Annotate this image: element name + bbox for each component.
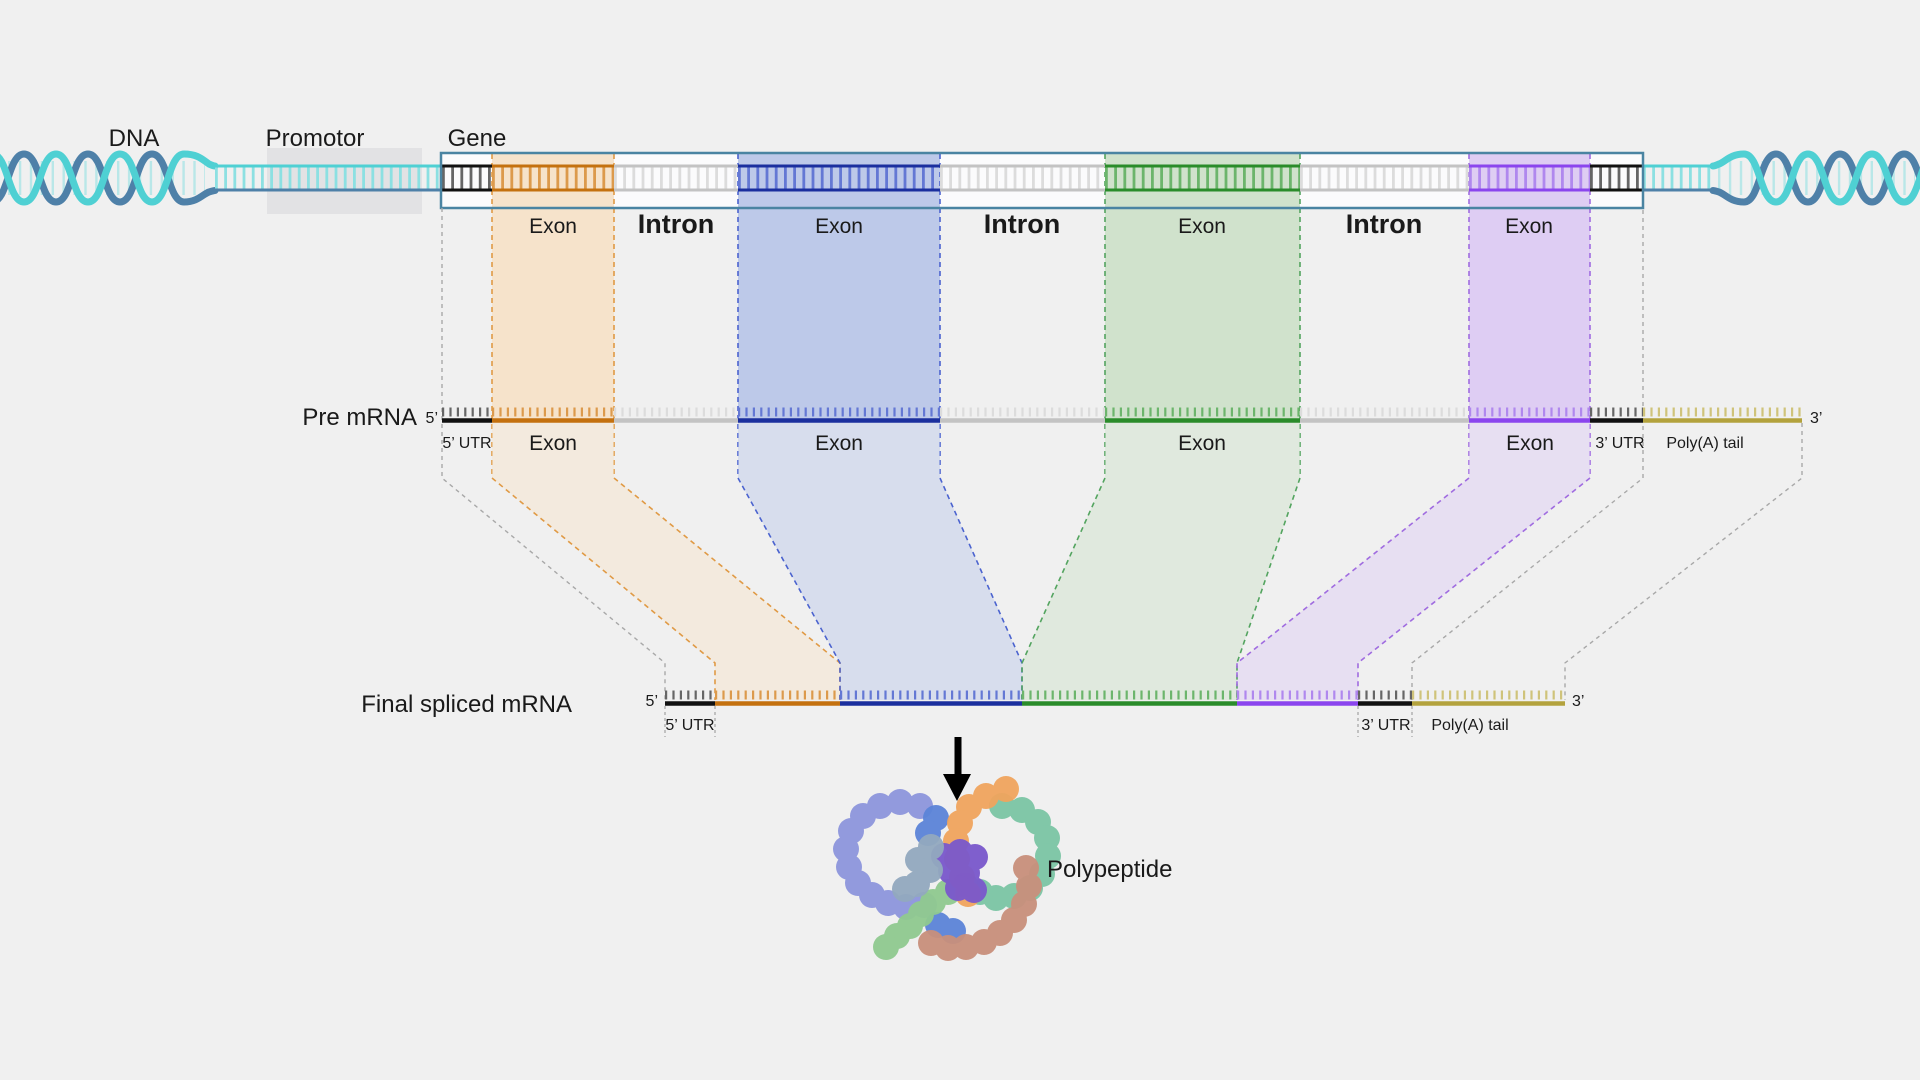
- exon4-band: [1469, 154, 1590, 421]
- dna-ladder-right: [1643, 164, 1713, 192]
- pre-utr3-label: 3’ UTR: [1595, 435, 1644, 452]
- gene-box: [439, 151, 1645, 210]
- pre-utr5-label: 5’ UTR: [442, 435, 491, 452]
- final-mrna-title: Final spliced mRNA: [361, 691, 572, 718]
- promotor-label: Promotor: [266, 125, 365, 152]
- gene-intron1-label: Intron: [638, 209, 714, 239]
- polypeptide-label: Polypeptide: [1047, 856, 1172, 883]
- dna-label: DNA: [109, 125, 160, 152]
- splicing-funnels: [491, 421, 1591, 700]
- pre-mrna-5prime-label: 5’: [426, 410, 438, 427]
- pre-exon4-label: Exon: [1506, 432, 1554, 455]
- bead-group-periwinkle: [833, 789, 937, 920]
- dna-helix-strand-teal: [1709, 150, 1920, 206]
- gene-label: Gene: [448, 125, 507, 152]
- exon4-funnel: [1237, 421, 1590, 700]
- final-mrna-3prime-label: 3’: [1572, 693, 1584, 710]
- gene-exon2-label: Exon: [815, 215, 863, 238]
- exon-bands: [491, 154, 1591, 478]
- pre-exon1-label: Exon: [529, 432, 577, 455]
- final-utr3-label: 3’ UTR: [1361, 717, 1410, 734]
- exon3-funnel: [1022, 421, 1300, 700]
- gene-intron2-label: Intron: [984, 209, 1060, 239]
- exon2-funnel-edge-left: [737, 477, 841, 700]
- dna-helix-strand-teal: [0, 150, 219, 206]
- gene-exon3-label: Exon: [1178, 215, 1226, 238]
- exon2-funnel: [738, 421, 1022, 700]
- dna-helix-strand-steel: [1709, 150, 1920, 206]
- gene-exon4-label: Exon: [1505, 215, 1553, 238]
- exon1-band: [492, 154, 614, 421]
- bead-group-salmon: [918, 855, 1042, 961]
- labels: DNA Promotor Gene Exon Intron Exon Intro…: [109, 125, 1823, 883]
- gene-intron3-label: Intron: [1346, 209, 1422, 239]
- final-utr5-label: 5’ UTR: [665, 717, 714, 734]
- exon1-funnel: [492, 421, 840, 700]
- translation-arrow: [943, 737, 971, 801]
- pre-exon2-label: Exon: [815, 432, 863, 455]
- pre-exon3-label: Exon: [1178, 432, 1226, 455]
- guide-mrna-start: [441, 208, 666, 700]
- final-mrna-5prime-label: 5’: [646, 693, 658, 710]
- pre-mrna-title: Pre mRNA: [302, 404, 417, 431]
- exon3-funnel-edge-right: [1236, 477, 1301, 700]
- dna-ladder-left: [215, 164, 441, 192]
- bead-group-steel: [892, 834, 944, 902]
- arrow-shaft: [954, 737, 962, 776]
- pre-mrna-strand: [442, 407, 1802, 423]
- exon2-band: [738, 154, 940, 421]
- dna-helix-strand-steel: [0, 150, 219, 206]
- gene-ladder: [442, 164, 1643, 192]
- exon1-funnel-edge-left: [491, 477, 716, 700]
- exon3-funnel-edge-left: [1021, 477, 1106, 700]
- final-polya-label: Poly(A) tail: [1431, 717, 1508, 734]
- polypeptide-cluster: [833, 776, 1061, 961]
- gene-exon1-label: Exon: [529, 215, 577, 238]
- dna-helix-right: [1709, 150, 1920, 206]
- guide-lines: [441, 208, 1803, 700]
- arrow-head: [943, 774, 971, 801]
- pre-mrna-3prime-label: 3’: [1810, 410, 1822, 427]
- final-mrna-strand: [664, 690, 1565, 737]
- guide-polya-end: [1564, 423, 1803, 700]
- bead-group-purple: [931, 839, 988, 903]
- pre-polya-label: Poly(A) tail: [1666, 435, 1743, 452]
- dna-helix-left: [0, 150, 219, 206]
- exon3-band: [1105, 154, 1300, 421]
